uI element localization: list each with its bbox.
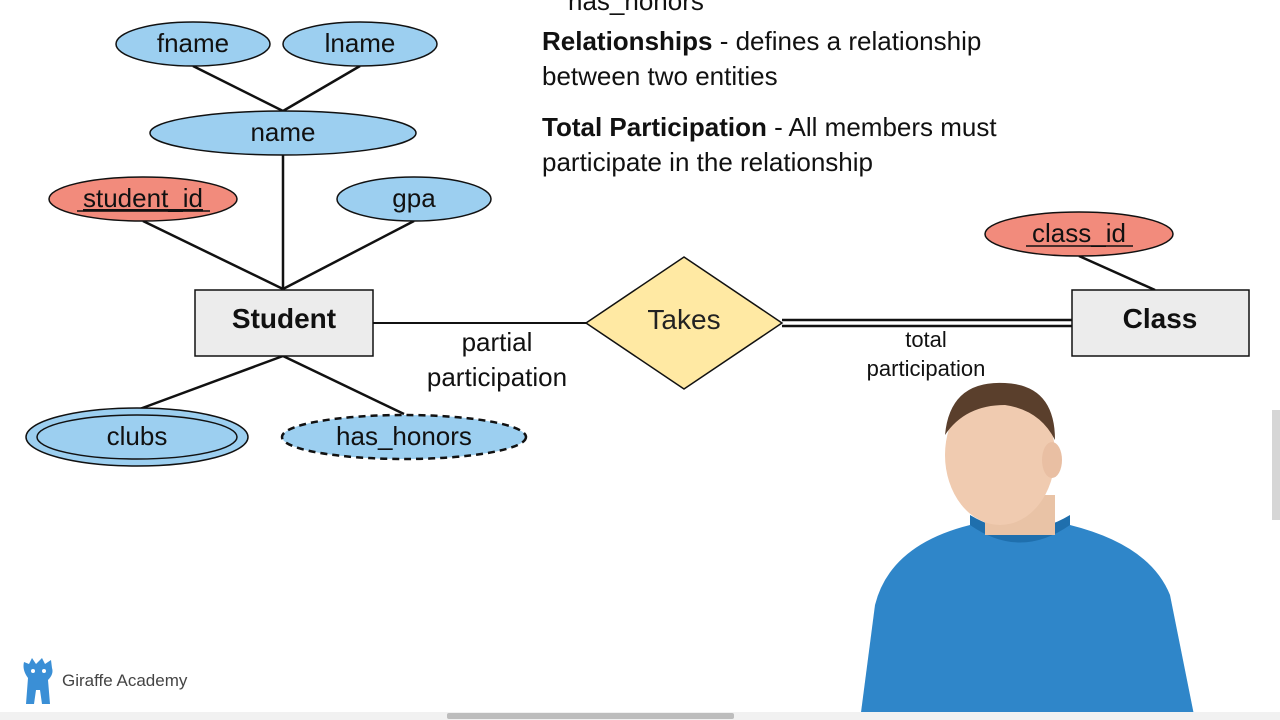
attribute-lname — [282, 21, 438, 67]
relationship-takes-label: Takes — [647, 304, 720, 335]
partial-participation-label-line2: participation — [427, 362, 567, 392]
presenter-webcam-overlay — [860, 382, 1195, 720]
note-relationships-definition: - defines a relationship between two ent… — [542, 26, 982, 91]
presenter-ear — [1042, 442, 1062, 478]
attribute-name-label: name — [250, 117, 315, 147]
line-student-hashonors — [282, 354, 405, 416]
attribute-lname-label: lname — [325, 28, 396, 58]
connector-lines — [136, 64, 1156, 416]
attribute-gpa — [336, 176, 492, 222]
total-participation-label-line2: participation — [867, 356, 986, 381]
derived-attribute-has-honors — [280, 413, 528, 461]
presenter-collar — [970, 515, 1070, 543]
line-gpa-student — [282, 219, 415, 291]
presenter-face — [945, 385, 1055, 525]
line-student-clubs — [136, 354, 284, 412]
attribute-fname — [115, 21, 271, 67]
line-fname-name — [192, 64, 284, 113]
horizontal-scrollbar-thumb[interactable] — [447, 713, 734, 719]
entity-class-label: Class — [1123, 303, 1198, 334]
note-total-definition: - All members must participate in the re… — [542, 112, 997, 177]
note-total-participation: Total Participation - All members must p… — [542, 110, 1002, 180]
note-relationships: Relationships - defines a relationship b… — [542, 24, 1002, 94]
vertical-scrollbar-thumb[interactable] — [1272, 410, 1280, 520]
brand-name: Giraffe Academy — [62, 671, 188, 690]
key-attribute-class-id — [984, 211, 1174, 257]
multivalued-attribute-clubs-inner — [36, 414, 238, 460]
key-attribute-student-id — [48, 176, 238, 222]
attribute-name — [149, 110, 417, 156]
presenter-shirt — [860, 525, 1195, 720]
note-total-term: Total Participation — [542, 112, 767, 142]
notes-panel: Relationships - defines a relationship b… — [542, 24, 1002, 196]
note-relationships-term: Relationships — [542, 26, 713, 56]
brand-watermark: Giraffe Academy — [16, 656, 187, 706]
key-attribute-student-id-label: student_id — [83, 183, 203, 213]
entity-student — [194, 289, 374, 357]
key-attribute-class-id-label: class_id — [1032, 218, 1126, 248]
clipped-heading: has_honors — [568, 0, 704, 16]
attribute-fname-label: fname — [157, 28, 229, 58]
attribute-gpa-label: gpa — [392, 183, 436, 213]
line-lname-name — [282, 64, 361, 113]
line-studentid-student — [142, 219, 284, 291]
relationship-takes — [584, 256, 784, 390]
entity-class — [1071, 289, 1250, 357]
giraffe-logo-icon — [23, 658, 53, 704]
partial-participation-label-line1: partial — [462, 327, 533, 357]
attribute-has-honors-label: has_honors — [336, 421, 472, 451]
attribute-clubs-label: clubs — [107, 421, 168, 451]
presenter-hair — [945, 382, 1055, 440]
line-classid-class — [1078, 254, 1156, 292]
entity-student-label: Student — [232, 303, 336, 334]
total-participation-label-line1: total — [905, 327, 947, 352]
